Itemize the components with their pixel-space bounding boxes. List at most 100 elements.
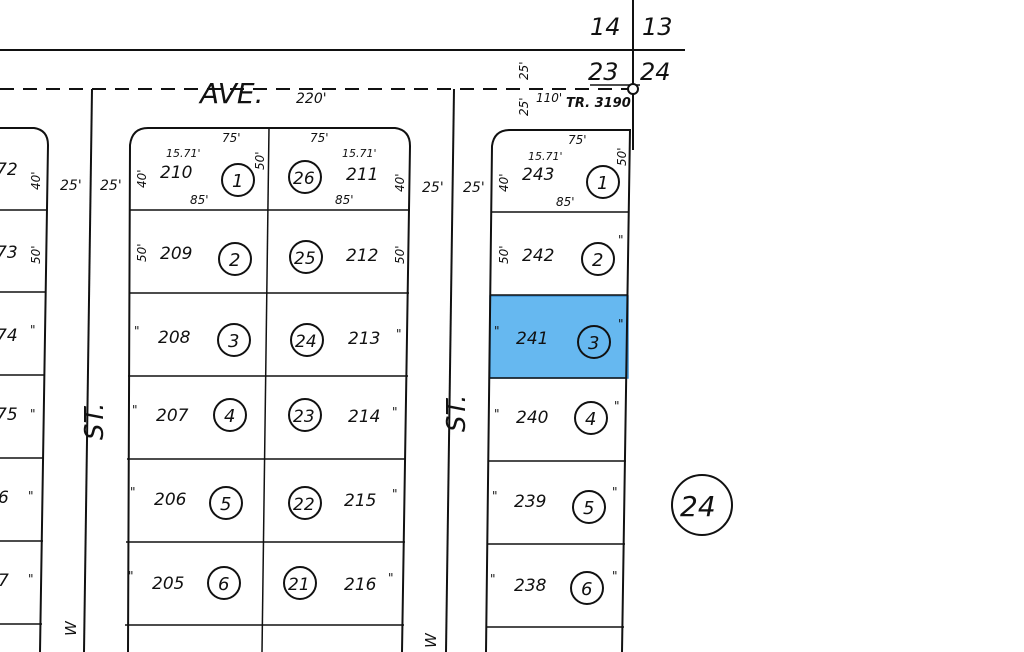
parcel-213[interactable]: 213 xyxy=(348,329,380,349)
edge-mark-w: W xyxy=(422,632,440,648)
section-13-label: 13 xyxy=(642,13,673,41)
svg-text:": " xyxy=(134,324,140,338)
lot-circle: 26 xyxy=(288,160,322,194)
svg-text:15.71': 15.71' xyxy=(342,147,377,160)
svg-text:": " xyxy=(128,569,134,583)
parcel-243[interactable]: 243 xyxy=(522,165,554,185)
parcel-242[interactable]: 242 xyxy=(522,246,554,266)
block-number: 24 xyxy=(671,474,733,536)
svg-text:25: 25 xyxy=(294,249,316,269)
svg-text:50': 50' xyxy=(29,245,43,264)
right-street-west-line xyxy=(445,88,455,652)
svg-text:26: 26 xyxy=(293,169,315,189)
svg-text:25': 25' xyxy=(422,180,444,196)
svg-text:50': 50' xyxy=(615,147,629,166)
parcel-238[interactable]: 238 xyxy=(514,576,547,596)
lot-circle: 6 xyxy=(570,571,604,605)
svg-text:75': 75' xyxy=(310,131,329,145)
svg-text:6: 6 xyxy=(218,574,229,595)
parcel-215[interactable]: 215 xyxy=(344,491,376,511)
svg-text:4: 4 xyxy=(585,409,596,430)
edge-mark-w: W xyxy=(62,620,80,636)
svg-text:2: 2 xyxy=(592,250,603,271)
svg-text:6: 6 xyxy=(581,579,592,600)
svg-text:": " xyxy=(490,572,496,586)
lot-circle: 21 xyxy=(283,566,317,600)
svg-text:25': 25' xyxy=(463,180,485,196)
parcel-241[interactable]: 241 xyxy=(516,329,548,349)
svg-text:7: 7 xyxy=(0,571,9,591)
svg-text:6: 6 xyxy=(0,488,9,508)
parcel-214[interactable]: 214 xyxy=(348,407,380,427)
parcel-216[interactable]: 216 xyxy=(344,575,377,595)
parcel-208[interactable]: 208 xyxy=(158,328,191,348)
parcel-207[interactable]: 207 xyxy=(156,406,189,426)
svg-text:": " xyxy=(494,407,500,421)
svg-text:24: 24 xyxy=(680,490,716,523)
svg-text:85': 85' xyxy=(190,193,209,207)
avenue-label: AVE. xyxy=(198,77,264,110)
dim-220: 220' xyxy=(296,91,327,107)
svg-text:": " xyxy=(28,572,34,586)
svg-text:": " xyxy=(612,569,618,583)
svg-text:50': 50' xyxy=(135,243,149,262)
parcel-212[interactable]: 212 xyxy=(346,246,378,266)
svg-text:3: 3 xyxy=(228,331,239,352)
left-street-label: ST. xyxy=(80,402,110,440)
parcel-205[interactable]: 205 xyxy=(152,574,184,594)
parcel-210[interactable]: 210 xyxy=(160,163,192,183)
svg-text:73: 73 xyxy=(0,243,18,263)
svg-text:": " xyxy=(618,317,624,331)
lot-circle: 2 xyxy=(218,242,252,276)
ditto-marks: " " " " " " " " " " " " " " " " " " " " … xyxy=(28,233,624,586)
svg-text:": " xyxy=(130,485,136,499)
svg-text:40': 40' xyxy=(29,171,43,190)
parcel-206[interactable]: 206 xyxy=(154,490,187,510)
svg-text:4: 4 xyxy=(224,406,235,427)
section-14-label: 14 xyxy=(590,13,621,41)
parcel-209[interactable]: 209 xyxy=(160,244,192,264)
lot-circle: 5 xyxy=(209,486,243,520)
lot-circle: 3 xyxy=(577,325,611,359)
svg-text:1: 1 xyxy=(597,173,608,194)
block-right xyxy=(485,129,632,652)
svg-text:21: 21 xyxy=(288,575,310,595)
lot-circle: 23 xyxy=(288,398,322,432)
svg-text:85': 85' xyxy=(556,195,575,209)
lot-circle: 1 xyxy=(586,165,620,199)
svg-text:": " xyxy=(30,407,36,421)
svg-text:40': 40' xyxy=(497,173,511,192)
svg-text:75': 75' xyxy=(568,133,587,147)
parcel-240[interactable]: 240 xyxy=(516,408,548,428)
svg-text:23: 23 xyxy=(293,407,315,427)
svg-text:72: 72 xyxy=(0,160,18,180)
section-corner-marker xyxy=(627,83,639,95)
svg-text:": " xyxy=(494,324,500,338)
svg-text:40': 40' xyxy=(393,173,407,192)
parcel-239[interactable]: 239 xyxy=(514,492,546,512)
svg-text:": " xyxy=(28,489,34,503)
parcel-211[interactable]: 211 xyxy=(346,165,378,185)
svg-text:": " xyxy=(388,571,394,585)
svg-text:15.71': 15.71' xyxy=(166,147,201,160)
svg-text:25': 25' xyxy=(517,97,531,116)
lot-circle: 4 xyxy=(213,398,247,432)
block-middle xyxy=(127,127,412,652)
right-street-label: ST. xyxy=(442,394,472,432)
svg-text:25': 25' xyxy=(517,61,531,80)
lot-circle: 2 xyxy=(581,242,615,276)
svg-text:15.71': 15.71' xyxy=(528,150,563,163)
lot-circle: 6 xyxy=(207,566,241,600)
left-street-west-line xyxy=(83,88,93,652)
svg-text:": " xyxy=(618,233,624,247)
svg-text:110': 110' xyxy=(536,91,562,105)
lot-circle: 25 xyxy=(289,240,323,274)
svg-text:5: 5 xyxy=(220,494,231,515)
svg-text:": " xyxy=(492,489,498,503)
svg-text:22: 22 xyxy=(293,495,315,515)
lot-circle: 22 xyxy=(288,486,322,520)
highlighted-parcel-241[interactable] xyxy=(489,295,629,379)
lot-circle: 3 xyxy=(217,323,251,357)
svg-text:40': 40' xyxy=(135,169,149,188)
